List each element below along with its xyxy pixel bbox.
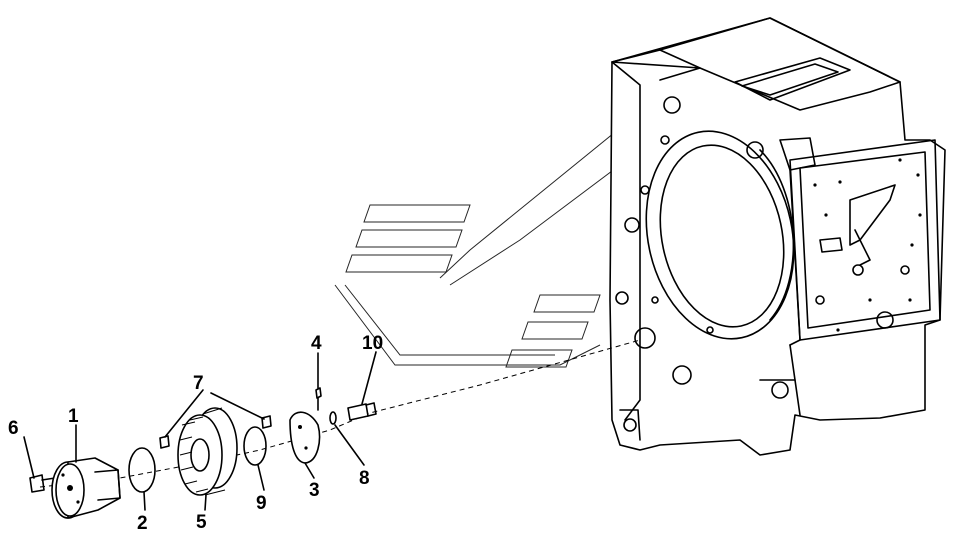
part-3-plate: [289, 411, 321, 464]
callout-6: 6: [8, 418, 19, 439]
leader-lines: [23, 351, 377, 511]
callout-1: 1: [68, 406, 79, 427]
callout-10: 10: [362, 333, 383, 354]
part-5-gear: [177, 407, 238, 496]
callout-5: 5: [196, 512, 207, 533]
callout-8: 8: [359, 468, 370, 489]
part-2-o-ring: [128, 447, 156, 493]
callout-7: 7: [193, 373, 204, 394]
part-10-bolt: [347, 402, 377, 421]
callout-2: 2: [137, 513, 148, 534]
part-4-pin: [315, 387, 322, 411]
callout-4: 4: [311, 333, 322, 354]
assembly-axis-line: [39, 339, 641, 488]
part-9-o-ring: [243, 426, 267, 466]
callout-3: 3: [309, 480, 320, 501]
transmission-housing: [609, 17, 946, 456]
callout-9: 9: [256, 493, 267, 514]
part-1-flanged-shaft: [51, 457, 121, 519]
part-8-washer: [329, 411, 337, 425]
